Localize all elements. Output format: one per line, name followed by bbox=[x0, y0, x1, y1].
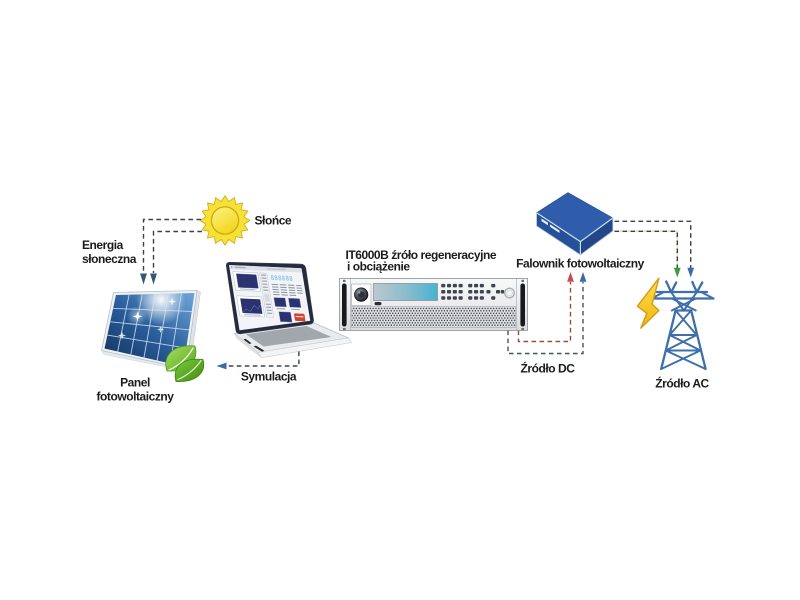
inverter-label: Falownik fotowoltaiczny bbox=[516, 257, 644, 271]
dc-red-path bbox=[517, 272, 574, 343]
sparkles bbox=[118, 297, 176, 340]
power-button bbox=[374, 302, 382, 306]
power-supply-instrument-icon bbox=[339, 278, 528, 331]
dc-source-label: Źródło DC bbox=[521, 361, 576, 376]
sun-icon bbox=[199, 195, 251, 246]
arrow-up-icon bbox=[579, 272, 587, 282]
arrow-down-icon bbox=[150, 273, 157, 285]
laptop-icon: 888888 bbox=[226, 261, 353, 359]
arrow-left-icon bbox=[216, 362, 227, 370]
solar-energy-label-line2: słoneczna bbox=[82, 252, 137, 266]
ac-green-path bbox=[614, 230, 681, 278]
ac-source-label: Źródło AC bbox=[655, 376, 709, 391]
laptop-screen-readout: 888888 bbox=[270, 275, 294, 283]
instrument-title-line2: i obciążenie bbox=[347, 260, 410, 274]
lightning-icon bbox=[636, 277, 660, 329]
laptop-screen-ui: 888888 bbox=[229, 265, 306, 323]
instrument-keypad bbox=[441, 283, 505, 300]
transmission-tower-icon bbox=[650, 280, 715, 371]
instrument-display bbox=[373, 283, 438, 301]
solar-energy-arrows bbox=[142, 218, 202, 273]
leaves-icon bbox=[165, 345, 205, 382]
arrow-down-icon bbox=[673, 267, 681, 278]
red-logo bbox=[294, 313, 306, 322]
simulation-label: Symulacja bbox=[241, 370, 297, 384]
arrow-up-icon bbox=[567, 272, 574, 282]
simulation-arrow bbox=[216, 351, 300, 370]
solar-energy-label-line1: Energia bbox=[82, 238, 124, 252]
arrow-down-icon bbox=[687, 267, 695, 278]
dc-blue-path bbox=[507, 272, 587, 355]
panel-label-line1: Panel bbox=[120, 376, 150, 390]
instrument-grille bbox=[351, 306, 517, 328]
sun-label: Słońce bbox=[255, 214, 292, 228]
instrument-rotary-knob bbox=[504, 287, 515, 299]
inverter-box-icon bbox=[535, 192, 614, 256]
ac-blue-path bbox=[614, 220, 695, 278]
panel-label-line2: fotowoltaiczny bbox=[96, 390, 174, 404]
instrument-title-line1: IT6000B źróło regeneracyjne bbox=[346, 248, 497, 262]
solar-panel-icon bbox=[100, 290, 201, 372]
arrow-down-icon bbox=[140, 273, 147, 285]
